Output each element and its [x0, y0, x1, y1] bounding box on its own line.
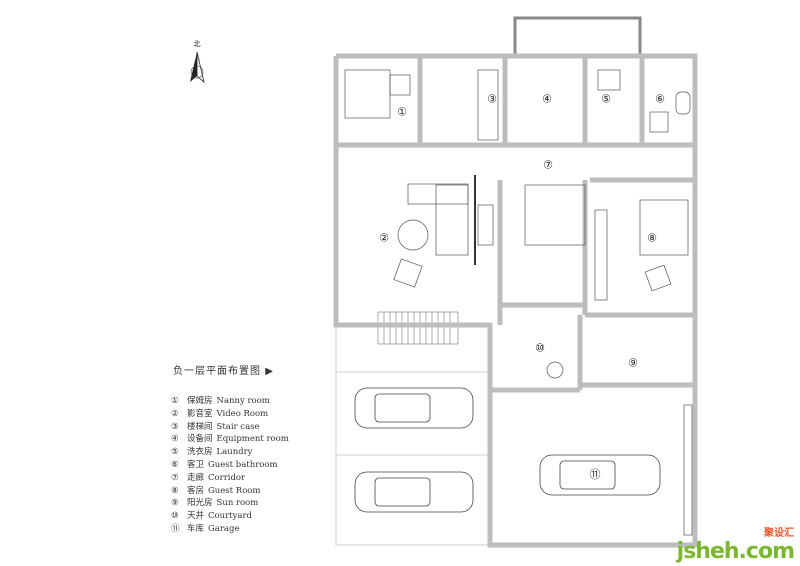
toilet — [675, 91, 691, 115]
room-label-video: ② — [379, 231, 389, 245]
legend-cn: 设备间 — [187, 434, 213, 445]
legend-num: ⑦ — [171, 472, 179, 483]
room-label-courtyard: ⑩ — [535, 341, 545, 355]
room-label-guest: ⑧ — [647, 231, 657, 245]
legend-num: ③ — [171, 421, 179, 432]
watermark-main: jsheh.com — [676, 539, 795, 564]
car-icon — [354, 471, 474, 513]
plan-title: 负一层平面布置图 ▶ — [173, 362, 289, 377]
room-label-stair: ③ — [487, 92, 497, 106]
legend-cn: 车库 — [187, 523, 205, 534]
legend-cn: 客房 — [187, 485, 205, 496]
room-label-garage: ⑪ — [589, 466, 601, 482]
sofa-side — [407, 183, 469, 205]
legend-num: ⑧ — [171, 485, 179, 496]
watermark-logo: 聚设汇 jsheh.com — [676, 528, 795, 564]
stair-case — [477, 69, 499, 141]
room-label-bathroom: ⑥ — [655, 92, 665, 106]
compass-label: 北 — [193, 40, 201, 48]
nanny-desk — [389, 74, 411, 96]
legend-num: ⑩ — [171, 511, 179, 522]
round-table — [397, 219, 429, 251]
legend-cn: 走廊 — [187, 472, 205, 483]
legend-cn: 影音室 — [187, 408, 213, 419]
legend-en: Guest bathroom — [208, 459, 278, 470]
legend-en: Sun room — [216, 498, 259, 509]
legend-en: Laundry — [216, 447, 253, 458]
room-label-corridor: ⑦ — [543, 158, 553, 172]
legend-num: ④ — [171, 434, 179, 445]
legend-en: Guest Room — [208, 485, 261, 496]
furniture — [344, 69, 693, 536]
plan-title-text: 负一层平面布置图 — [173, 366, 261, 377]
legend-num: ② — [171, 408, 179, 419]
cars — [354, 387, 661, 513]
legend-en: Video Room — [216, 408, 269, 419]
legend-en: Equipment room — [216, 434, 289, 445]
legend-en: Stair case — [216, 421, 260, 432]
legend-num: ⑨ — [171, 498, 179, 509]
walls — [333, 53, 698, 548]
armchair — [393, 258, 423, 288]
room-label-nanny: ① — [397, 105, 407, 119]
basin — [649, 111, 669, 133]
watermark-cn: 聚设汇 — [764, 528, 794, 539]
legend-cn: 天井 — [187, 511, 205, 522]
balcony — [513, 16, 642, 58]
guest-cabinet — [594, 209, 608, 301]
garage-shelf — [683, 404, 693, 536]
legend-cn: 客卫 — [187, 459, 205, 470]
wardrobe — [524, 184, 586, 246]
legend-num: ① — [171, 396, 179, 406]
legend-cn: 洗衣房 — [187, 447, 213, 458]
legend-en: Nanny room — [216, 396, 270, 406]
legend-num: ⑪ — [171, 523, 180, 534]
exterior-stairs — [377, 311, 459, 345]
legend-cn: 楼梯间 — [187, 421, 213, 432]
room-label-equipment: ④ — [542, 92, 552, 106]
legend-en: Courtyard — [208, 511, 252, 522]
legend-cn: 保姆房 — [187, 396, 213, 406]
legend-num: ⑤ — [171, 447, 179, 458]
room-label-sunroom: ⑨ — [628, 356, 638, 370]
play-triangle-icon: ▶ — [265, 366, 274, 377]
courtyard-plant — [546, 361, 564, 379]
washer — [597, 69, 621, 91]
room-label-laundry: ⑤ — [601, 92, 611, 106]
guest-armchair — [644, 264, 672, 292]
guest-bed — [639, 199, 689, 256]
car-icon — [354, 387, 474, 429]
legend-cn: 阳光房 — [187, 498, 213, 509]
nanny-bed — [344, 69, 391, 119]
legend-en: Garage — [208, 523, 240, 534]
sofa — [435, 184, 469, 256]
legend-num: ⑥ — [171, 459, 179, 470]
north-arrow-icon — [190, 51, 205, 84]
tv-cabinet — [477, 204, 494, 246]
legend-en: Corridor — [208, 472, 246, 483]
